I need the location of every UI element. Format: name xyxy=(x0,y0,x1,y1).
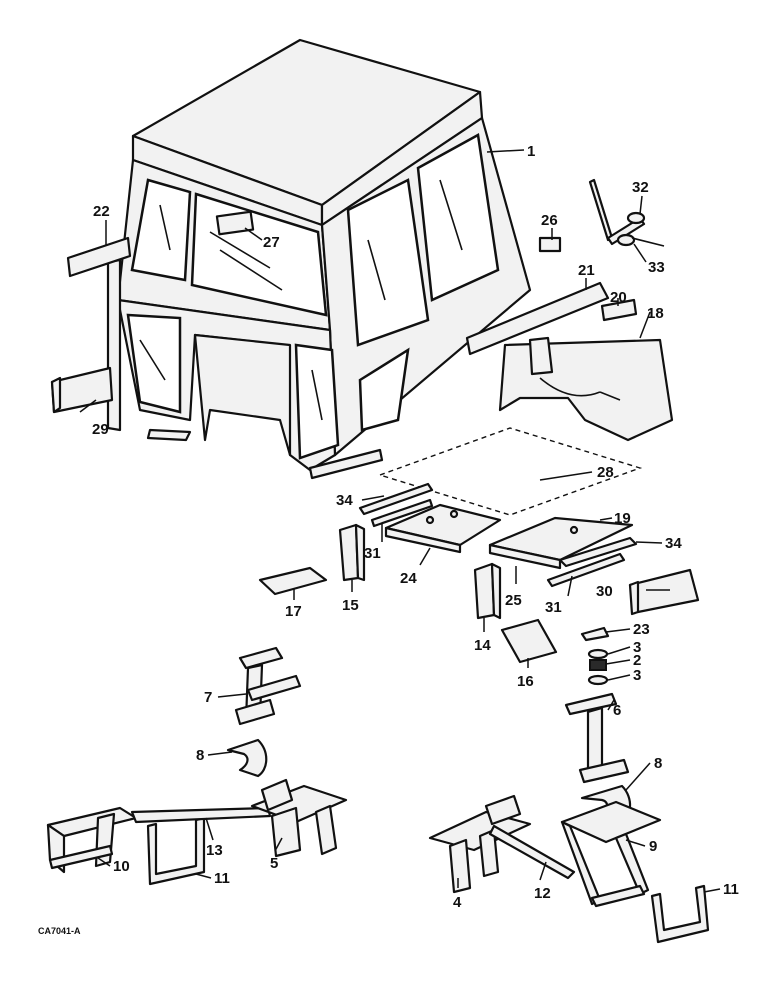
callout-34-right: 34 xyxy=(665,535,682,552)
part-13-strut xyxy=(130,806,272,824)
callout-22: 22 xyxy=(93,203,110,220)
part-12-strut xyxy=(488,824,576,880)
callout-3-lower: 3 xyxy=(633,667,641,684)
part-9-step-frame xyxy=(560,800,662,908)
callout-8-left: 8 xyxy=(196,747,204,764)
callout-30: 30 xyxy=(596,583,613,600)
callout-7: 7 xyxy=(204,689,212,706)
part-22-beam xyxy=(66,236,132,278)
callout-1: 1 xyxy=(527,143,535,160)
part-16-plate xyxy=(500,618,558,664)
callout-34-left: 34 xyxy=(336,492,353,509)
callout-5: 5 xyxy=(270,855,278,872)
part-11-left-u-bracket xyxy=(146,816,206,886)
part-15-bracket xyxy=(338,523,366,582)
callout-31-right: 31 xyxy=(545,599,562,616)
callout-8-right: 8 xyxy=(654,755,662,772)
callout-26: 26 xyxy=(541,212,558,229)
callout-12: 12 xyxy=(534,885,551,902)
callout-6: 6 xyxy=(613,702,621,719)
callout-14: 14 xyxy=(474,637,491,654)
cab-assembly xyxy=(106,38,532,480)
callout-27: 27 xyxy=(263,234,280,251)
callout-13: 13 xyxy=(206,842,223,859)
callout-4: 4 xyxy=(453,894,462,911)
part-21-beam xyxy=(465,281,610,356)
callout-19: 19 xyxy=(614,510,631,527)
part-4-mount xyxy=(428,794,532,894)
part-34-right-rail xyxy=(558,536,638,568)
part-31-right-rail xyxy=(546,552,626,588)
part-34-31-left-rails xyxy=(358,482,434,528)
callout-33: 33 xyxy=(648,259,665,276)
part-14-bracket xyxy=(473,562,502,620)
part-5-mount xyxy=(250,778,348,858)
part-24-floor-plate xyxy=(384,503,502,554)
callout-25: 25 xyxy=(505,592,522,609)
drawing-code: CA7041-A xyxy=(38,926,81,936)
callout-21: 21 xyxy=(578,262,595,279)
part-25-floor-plate xyxy=(488,516,634,570)
part-18-floor-panel xyxy=(498,336,674,442)
callout-24: 24 xyxy=(400,570,417,587)
callout-11-left: 11 xyxy=(214,870,230,887)
callout-20: 20 xyxy=(610,289,627,306)
callout-29: 29 xyxy=(92,421,109,438)
part-6-support xyxy=(564,692,630,784)
callout-3-upper: 3 xyxy=(633,639,641,656)
callout-16: 16 xyxy=(517,673,534,690)
part-11-right-u-bracket xyxy=(650,884,710,944)
part-20-bracket xyxy=(600,298,638,322)
part-17-plate xyxy=(258,566,328,596)
callout-23: 23 xyxy=(633,621,650,638)
part-26-block xyxy=(538,236,562,253)
callout-31-left: 31 xyxy=(364,545,381,562)
callout-18: 18 xyxy=(647,305,664,322)
callout-28: 28 xyxy=(597,464,614,481)
callout-32: 32 xyxy=(632,179,649,196)
part-32-33-lever xyxy=(588,178,665,247)
callout-17: 17 xyxy=(285,603,302,620)
part-29-bracket xyxy=(50,366,114,414)
part-23-2-3-hardware xyxy=(580,626,610,686)
callout-2: 2 xyxy=(633,652,641,669)
callout-11-right: 11 xyxy=(723,881,739,898)
callout-10: 10 xyxy=(113,858,130,875)
part-30-bracket xyxy=(628,568,700,616)
part-7-support xyxy=(234,646,302,726)
part-10-step-frame xyxy=(46,806,138,874)
leader-lines xyxy=(79,149,721,893)
part-8-left-clamp xyxy=(226,738,268,778)
callout-15: 15 xyxy=(342,597,359,614)
callout-labels: 1 2 3 3 4 5 6 7 8 8 9 10 11 11 12 13 14 … xyxy=(38,143,739,936)
part-28-floor-mat xyxy=(377,427,643,516)
callout-9: 9 xyxy=(649,838,657,855)
